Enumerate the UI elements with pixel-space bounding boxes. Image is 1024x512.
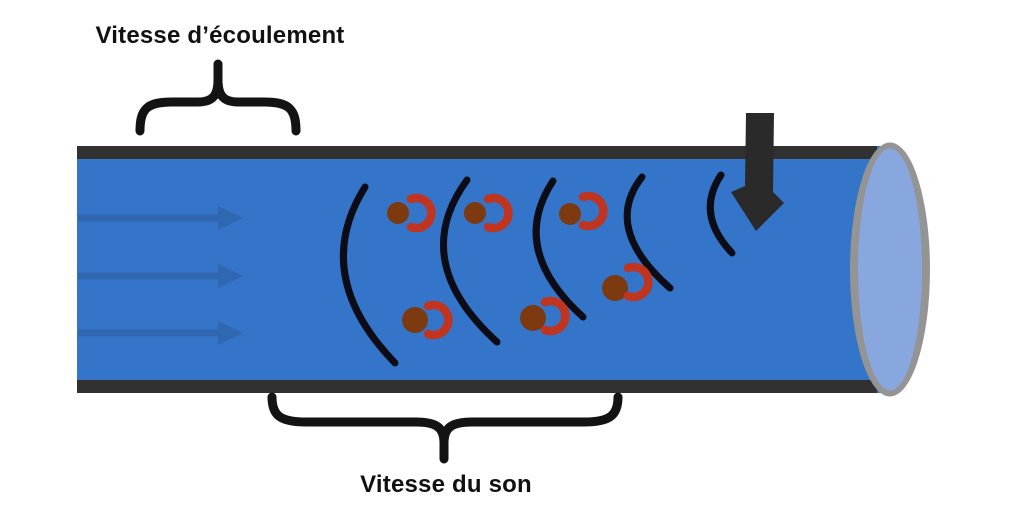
particle-group [464,193,513,233]
sound-wavefronts [339,171,736,367]
particle-wake-arc [483,193,513,233]
sound-wavefront-arc [339,183,399,367]
pipe-wall-bottom [77,380,877,393]
particle-group [387,193,436,233]
particle-wake-arc [423,300,453,340]
particle-dot [602,275,628,301]
flow-velocity-label: Vitesse d’écoulement [96,22,345,49]
sound-wavefront-arc [706,171,736,257]
particle-dot [402,307,428,333]
sound-wavefront-arc [532,177,587,321]
particle-wake-arc [540,296,570,336]
particle-group [520,296,570,336]
flow-arrow [78,264,243,288]
particle-wake-arc [623,262,653,302]
particle-wake-arc [578,191,608,231]
flow-arrow-head-icon [218,321,243,345]
flow-arrow-head-icon [218,264,243,288]
downward-arrow-icon [731,113,784,231]
sound-speed-label: Vitesse du son [360,471,532,498]
pipe-wall-top [77,146,877,159]
pipe-end-face [858,148,922,391]
flow-arrow [78,321,243,345]
flow-velocity-brace [135,59,301,136]
particle-dot [464,202,486,224]
particle-wake-arc [406,193,436,233]
particle-group [402,300,453,340]
particles [387,191,653,340]
particle-dot [559,203,581,225]
particle-dot [520,305,546,331]
braces [135,59,623,464]
flow-arrow-head-icon [218,206,243,230]
particle-group [559,191,608,231]
sound-wavefront-arc [623,173,674,292]
particle-dot [387,202,409,224]
flow-arrow [78,206,243,230]
flow-arrows [78,206,243,345]
particle-group [602,262,653,302]
sound-speed-brace [267,392,623,464]
sound-wavefront-arc [439,176,501,346]
